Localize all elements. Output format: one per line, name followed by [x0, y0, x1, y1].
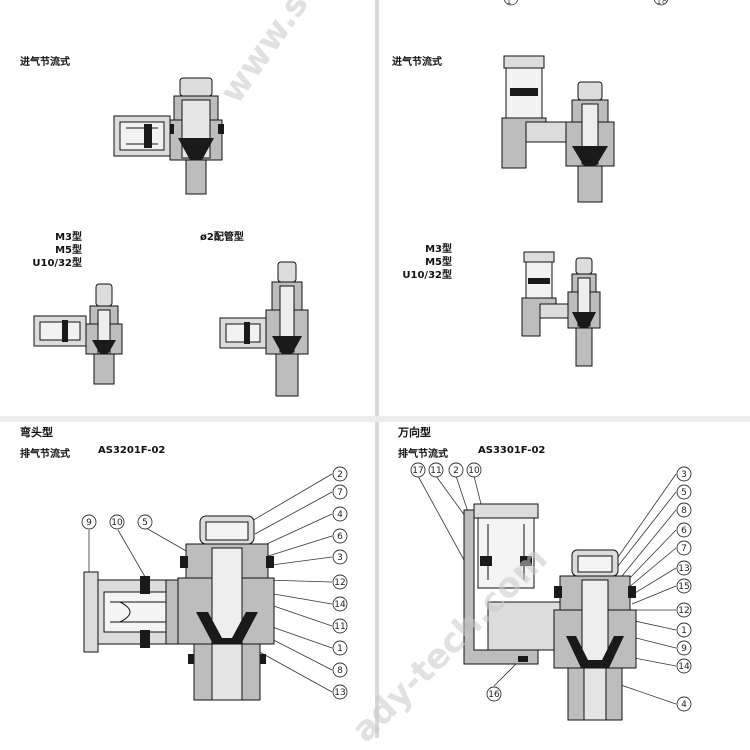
br-callout-r4: 7	[681, 544, 687, 554]
bl-callout-r3: 6	[337, 532, 343, 542]
bl-callout-r5: 12	[334, 578, 345, 588]
br-callout-t3: 10	[468, 466, 480, 476]
top-right-sub-m3: M3型	[425, 244, 452, 255]
bottom-left-section-title: 弯头型	[20, 426, 53, 439]
top-left-main-fitting-drawing	[113, 77, 224, 195]
br-callout-r7: 12	[678, 606, 689, 616]
br-callout-r9: 9	[681, 644, 687, 654]
callout-top-18: 18	[656, 0, 668, 7]
bottom-left-subtitle: 排气节流式	[20, 449, 70, 460]
bottom-right-subtitle: 排气节流式	[398, 449, 448, 460]
br-callout-r5: 13	[678, 564, 689, 574]
br-callout-r10: 14	[678, 662, 690, 672]
br-callout-t2: 2	[453, 466, 459, 476]
top-left-title: 进气节流式	[20, 57, 70, 68]
callout-top-1: 1	[506, 0, 512, 7]
bottom-right-model: AS3301F-02	[478, 445, 546, 456]
bottom-right-section-drawing: 3 5 8 6 7 13 15 12 1 9 14 4 17 11 2 10 1…	[410, 462, 692, 721]
panel-divider-horizontal	[0, 416, 750, 422]
bl-callout-t1: 10	[111, 518, 123, 528]
top-left-sub-m3: M3型	[55, 232, 82, 243]
top-right-sub-m5: M5型	[425, 257, 452, 268]
bl-callout-r9: 8	[337, 666, 343, 676]
top-left-sub-m5: M5型	[55, 245, 82, 256]
br-callout-b0: 16	[488, 690, 500, 700]
top-left-pipe-fitting-drawing	[219, 261, 309, 397]
br-callout-r6: 15	[678, 582, 689, 592]
br-callout-r2: 8	[681, 506, 687, 516]
top-right-small-fitting-drawing	[521, 251, 601, 367]
bl-callout-r10: 13	[334, 688, 345, 698]
br-callout-r1: 5	[681, 488, 687, 498]
top-left-pipe-label: ø2配管型	[200, 232, 244, 243]
top-right-sub-u1032: U10/32型	[402, 270, 452, 281]
bottom-left-section-drawing: 2 7 4 6 3 12 14 11 1 8 13 9 10 5	[81, 466, 348, 701]
top-right-main-fitting-drawing	[501, 55, 615, 203]
bottom-right-section-title: 万向型	[398, 426, 431, 439]
br-callout-r3: 6	[681, 526, 687, 536]
bottom-left-model: AS3201F-02	[98, 445, 166, 456]
bl-callout-t0: 9	[86, 518, 92, 528]
br-callout-t0: 17	[412, 466, 423, 476]
br-callout-t1: 11	[430, 466, 441, 476]
bl-callout-r7: 11	[334, 622, 345, 632]
watermark-part-1: www.s	[212, 0, 317, 111]
br-callout-r0: 3	[681, 470, 687, 480]
bl-callout-r2: 4	[337, 510, 343, 520]
bl-callout-r0: 2	[337, 470, 343, 480]
top-left-sub-u1032: U10/32型	[32, 258, 82, 269]
cropped-top-callouts: 1 18	[503, 0, 669, 7]
bl-callout-r1: 7	[337, 488, 343, 498]
bl-callout-r6: 14	[334, 600, 346, 610]
top-right-title: 进气节流式	[392, 57, 442, 68]
bl-callout-r8: 1	[337, 644, 343, 654]
panel-divider-vertical-bottom	[375, 422, 379, 738]
bl-callout-r4: 3	[337, 553, 343, 563]
top-left-small-fitting-drawing	[33, 283, 123, 385]
panel-divider-vertical-top	[375, 0, 379, 416]
br-callout-r8: 1	[681, 626, 687, 636]
bl-callout-t2: 5	[142, 518, 148, 528]
br-callout-r11: 4	[681, 700, 687, 710]
